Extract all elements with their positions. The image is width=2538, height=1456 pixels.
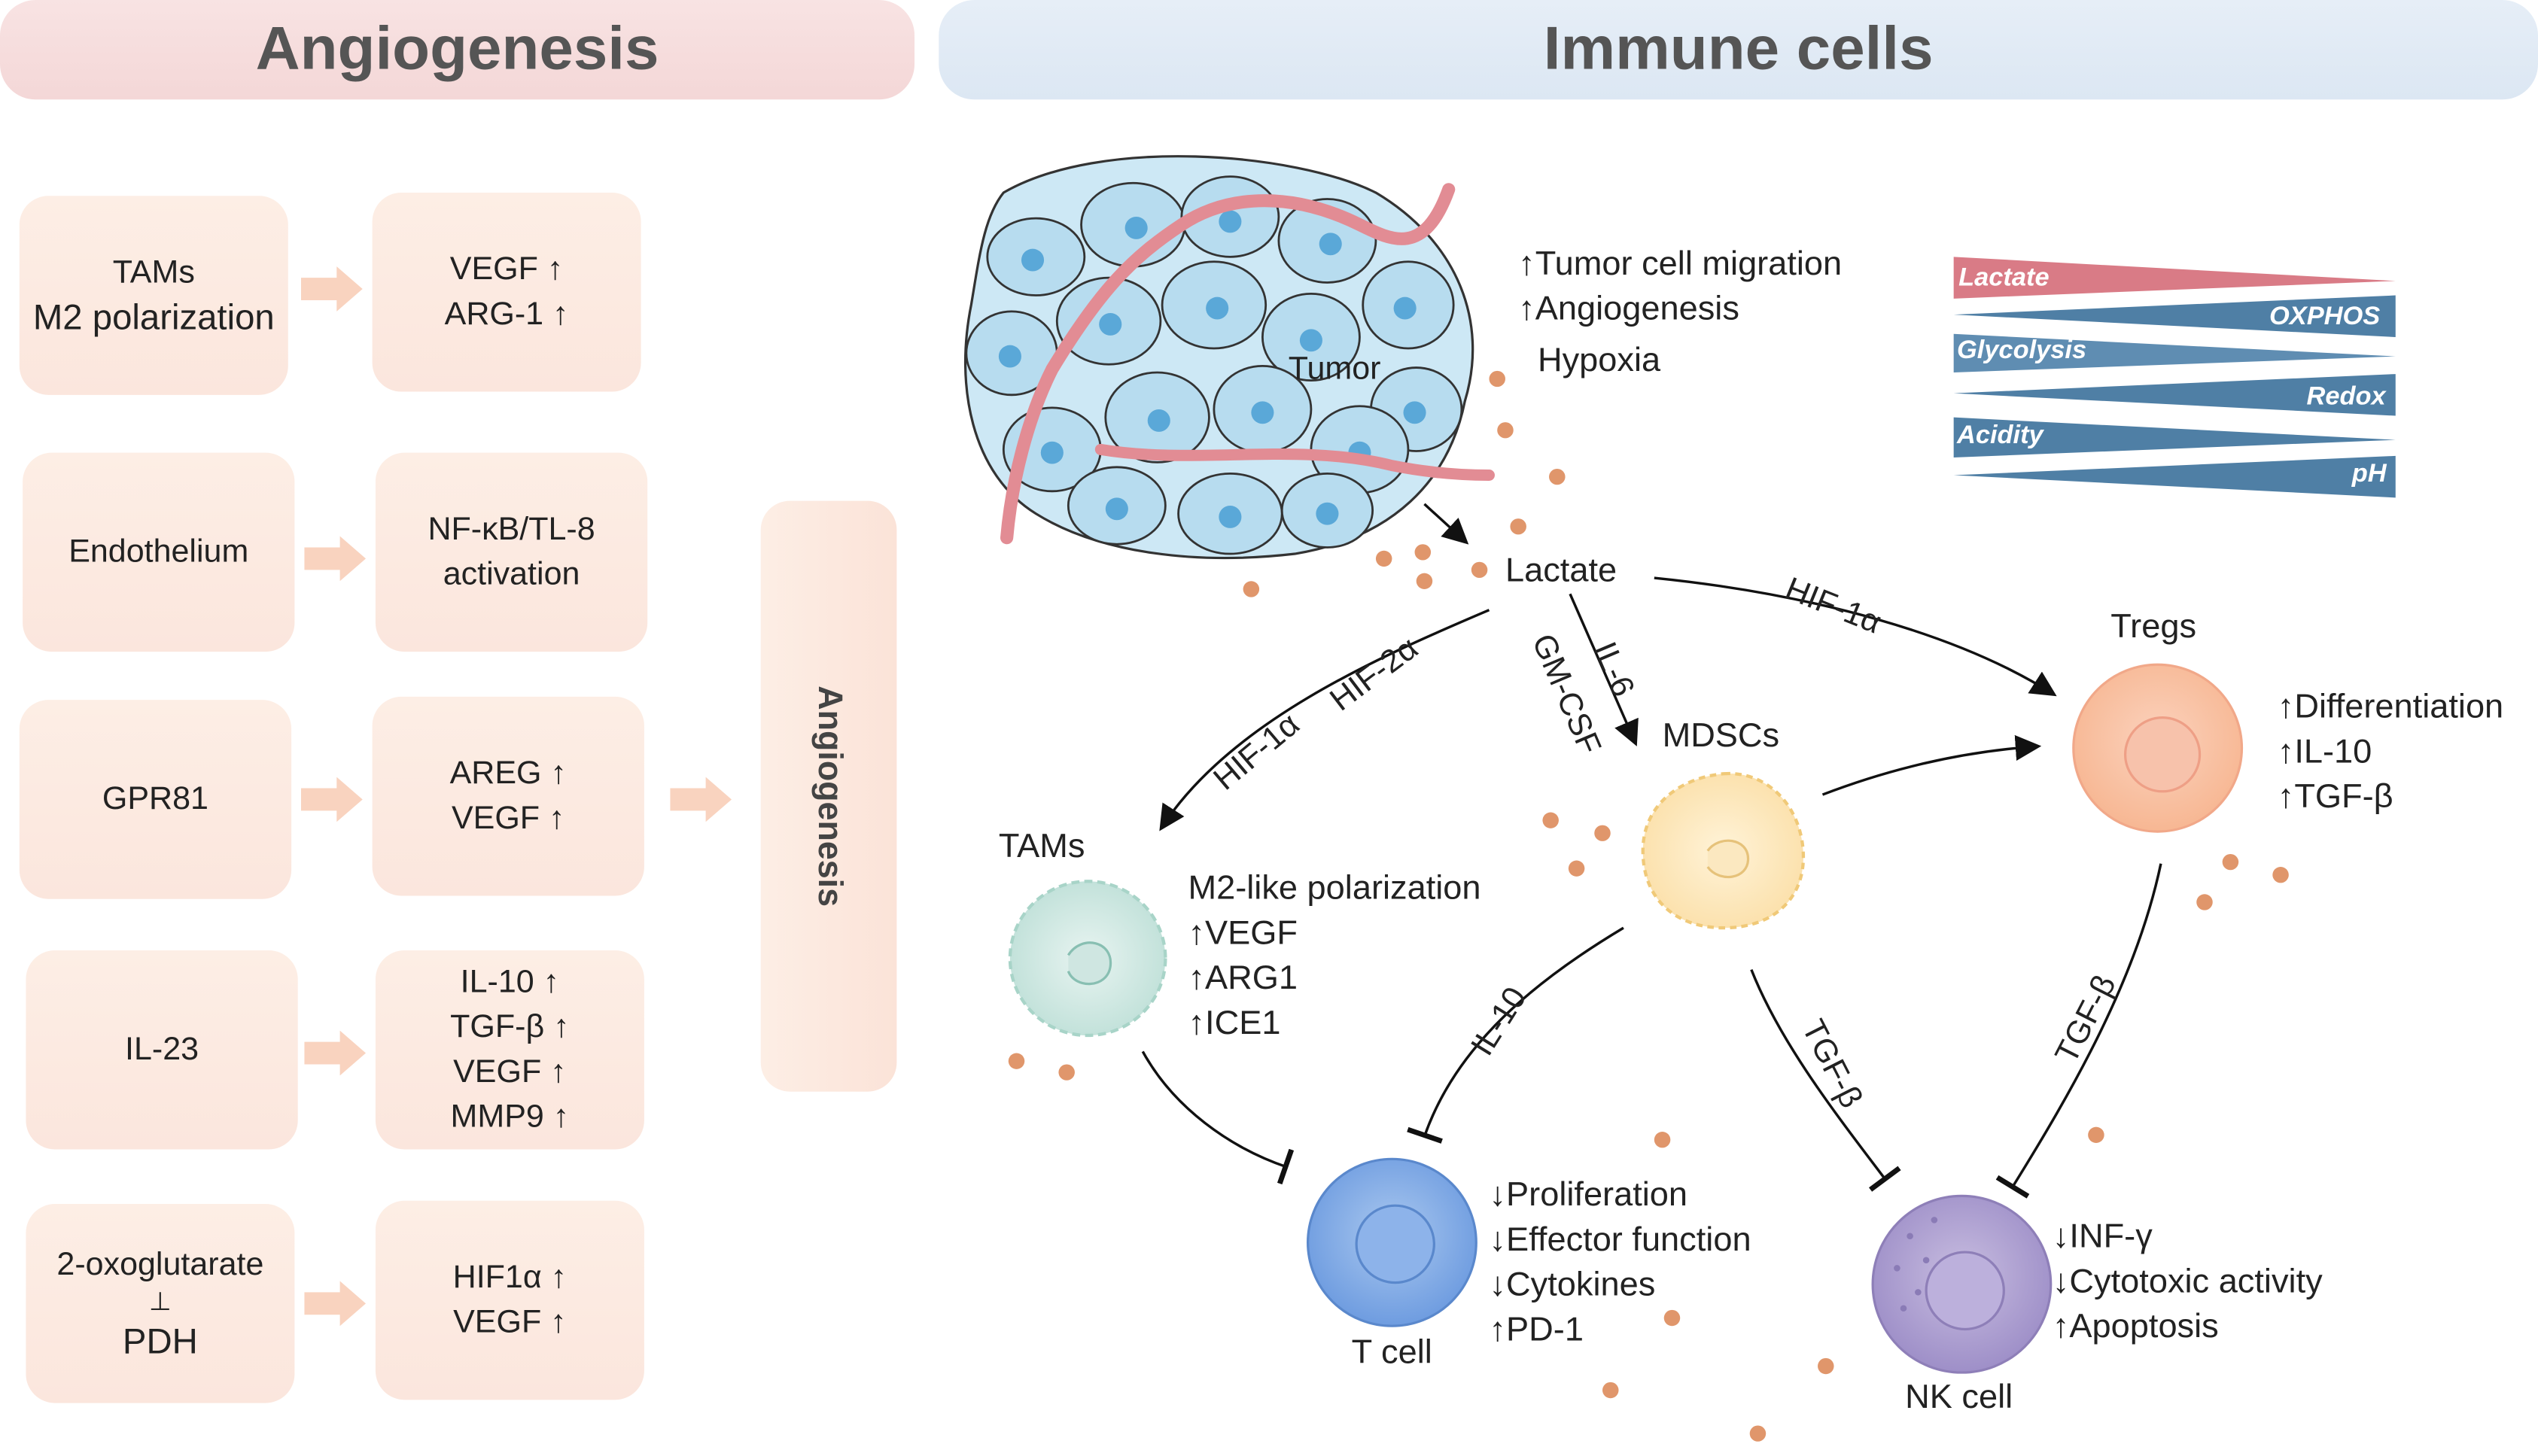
effect-box: AREG ↑ VEGF ↑ [372, 696, 644, 896]
immune-cells-header: Immune cells [939, 0, 2538, 100]
tumor-effects: ↑Tumor cell migration ↑Angiogenesis Hypo… [1518, 242, 1842, 384]
nk-label: NK cell [1905, 1378, 2013, 1416]
tumor-icon [964, 155, 1495, 560]
angiogenesis-result-box: Angiogenesis [760, 500, 897, 1092]
right-arrow-icon [300, 777, 363, 822]
tumor-effect: ↑Tumor cell migration [1518, 245, 1843, 283]
mdscs-label: MDSCs [1662, 717, 1780, 755]
treg-cell-icon [2072, 663, 2244, 833]
tumor-effect: ↑Angiogenesis [1518, 290, 1739, 328]
effect-text: HIF1α ↑ [452, 1260, 568, 1296]
source-text: PDH [122, 1321, 198, 1362]
tregs-effect: ↑TGF-β [2277, 778, 2393, 816]
right-arrow-icon [300, 266, 363, 312]
right-arrow-icon [670, 777, 732, 822]
nk-effect: ↓Cytotoxic activity [2052, 1263, 2323, 1301]
tams-effect: ↑ICE1 [1188, 1005, 1281, 1042]
legend-label-oxphos: OXPHOS [2269, 303, 2381, 331]
source-box-pdh: 2-oxoglutarate ⊥ PDH [26, 1204, 295, 1403]
tcell-effect: ↓Effector function [1489, 1221, 1751, 1259]
effect-text: MMP9 ↑ [450, 1099, 570, 1135]
lactate-dots [1008, 370, 2289, 1442]
nk-effects: ↓INF-γ ↓Cytotoxic activity ↑Apoptosis [2053, 1215, 2323, 1350]
source-text: M2 polarization [32, 296, 275, 338]
effect-text: activation [443, 557, 580, 593]
tams-label: TAMs [998, 828, 1085, 865]
tregs-effects: ↑Differentiation ↑IL-10 ↑TGF-β [2278, 685, 2503, 820]
t-cell-icon [1306, 1157, 1477, 1327]
tregs-effect: ↑IL-10 [2277, 733, 2372, 771]
effect-text: VEGF ↑ [449, 251, 564, 287]
effect-text: VEGF ↑ [453, 1054, 567, 1090]
tcell-effect: ↓Cytokines [1489, 1266, 1656, 1304]
inhibit-symbol: ⊥ [148, 1289, 172, 1317]
legend-label-lactate: Lactate [1958, 265, 2050, 293]
tumor-effect: Hypoxia [1537, 342, 1661, 379]
source-text: TAMs [112, 255, 195, 291]
legend-label-redox: Redox [2306, 383, 2386, 412]
mdsc-cell-icon [1641, 771, 1805, 930]
gradient-legend [1953, 257, 2396, 498]
tam-cell-icon [1008, 880, 1167, 1038]
effect-text: NF-κB/TL-8 [428, 512, 595, 548]
source-box-il23: IL-23 [26, 950, 298, 1150]
legend-label-ph: pH [2351, 461, 2387, 488]
nk-effect: ↑Apoptosis [2052, 1308, 2219, 1345]
lactate-label: Lactate [1505, 552, 1617, 589]
tcell-effect: ↑PD-1 [1489, 1311, 1584, 1349]
effect-box: NF-κB/TL-8 activation [375, 452, 648, 652]
legend-label-glycolysis: Glycolysis [1956, 337, 2087, 365]
effect-box: VEGF ↑ ARG-1 ↑ [372, 193, 641, 392]
source-box-tams: TAMs M2 polarization [19, 196, 288, 395]
right-arrow-icon [304, 1281, 367, 1327]
source-text: GPR81 [102, 781, 208, 817]
nk-effect: ↓INF-γ [2052, 1218, 2153, 1256]
legend-label-acidity: Acidity [1956, 422, 2043, 450]
source-text: 2-oxoglutarate [56, 1247, 264, 1283]
tumor-label: Tumor [1288, 351, 1381, 388]
tams-effect: M2-like polarization [1188, 870, 1481, 907]
right-arrow-icon [304, 536, 367, 582]
tcell-effect: ↓Proliferation [1489, 1176, 1688, 1214]
source-box-gpr81: GPR81 [19, 700, 292, 899]
effect-text: IL-10 ↑ [460, 965, 560, 1001]
effect-text: AREG ↑ [449, 755, 567, 792]
angiogenesis-header: Angiogenesis [0, 0, 915, 100]
effect-text: VEGF ↑ [453, 1305, 567, 1341]
effect-text: ARG-1 ↑ [444, 296, 569, 333]
effect-box: IL-10 ↑ TGF-β ↑ VEGF ↑ MMP9 ↑ [375, 950, 644, 1150]
tams-effect: ↑ARG1 [1188, 959, 1298, 997]
tregs-effect: ↑Differentiation [2277, 688, 2504, 726]
source-text: IL-23 [125, 1032, 199, 1068]
nk-cell-icon [1871, 1194, 2053, 1374]
source-text: Endothelium [68, 534, 249, 570]
effect-text: TGF-β ↑ [450, 1009, 570, 1045]
right-arrow-icon [304, 1030, 367, 1076]
tams-effect: ↑VEGF [1188, 915, 1298, 953]
tams-effects: M2-like polarization ↑VEGF ↑ARG1 ↑ICE1 [1188, 867, 1480, 1047]
tcell-label: T cell [1351, 1333, 1432, 1371]
effect-text: VEGF ↑ [451, 801, 565, 837]
tcell-effects: ↓Proliferation ↓Effector function ↓Cytok… [1489, 1174, 1751, 1354]
effect-box: HIF1α ↑ VEGF ↑ [375, 1200, 644, 1400]
source-box-endothelium: Endothelium [23, 452, 295, 652]
tregs-label: Tregs [2110, 608, 2197, 646]
